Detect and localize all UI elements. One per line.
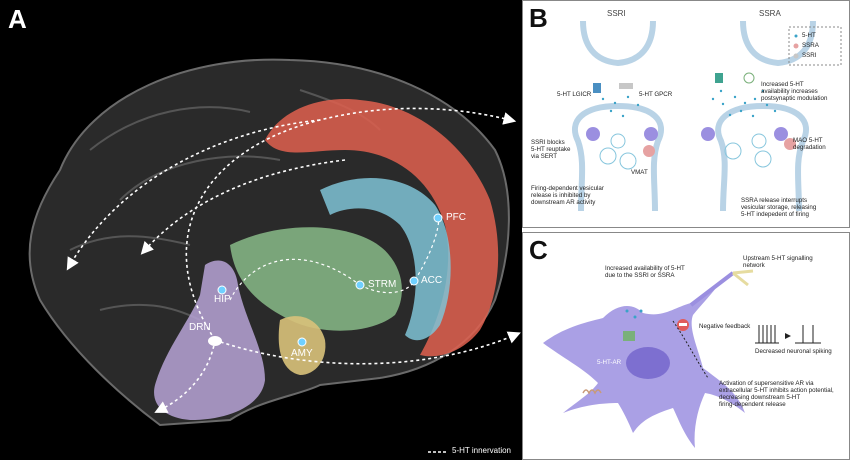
neuron-illustration <box>543 269 821 448</box>
innervation-legend: 5-HT innervation <box>452 446 511 455</box>
increased-availability-label: Increased availability of 5-HT due to th… <box>605 265 685 279</box>
pfc-label: PFC <box>446 212 466 223</box>
amy-label: AMY <box>291 348 313 359</box>
pfc-dot <box>433 213 443 223</box>
acc-dot <box>409 276 419 286</box>
drn-label: DRN <box>189 322 211 333</box>
brain-illustration <box>28 58 521 453</box>
ssri-blocks-label: SSRI blocks 5-HT reuptake via SERT <box>531 139 571 160</box>
acc-region <box>320 178 451 341</box>
vmat-label: VMAT <box>631 169 648 176</box>
negative-feedback-label: Negative feedback <box>699 323 751 330</box>
mao-label: MAO 5-HT degradation <box>793 137 826 151</box>
legend-5ht: 5-HT <box>802 32 816 39</box>
drn-dot <box>208 336 222 346</box>
acc-label: ACC <box>421 275 443 286</box>
strm-dot <box>355 280 365 290</box>
strm-region <box>230 227 402 331</box>
panel-c: C Increased availability of 5-HT due to … <box>522 232 850 460</box>
strm-label: STRM <box>368 279 397 290</box>
ssri-title: SSRI <box>607 9 626 18</box>
activation-label: Activation of supersensitive AR via extr… <box>719 380 834 408</box>
legend-ssra: SSRA <box>802 42 819 49</box>
upstream-label: Upstream 5-HT signalling network <box>743 255 813 269</box>
panel-b-letter: B <box>529 3 548 33</box>
gpcr-label: 5-HT GPCR <box>639 91 673 98</box>
hip-label: HIP <box>214 294 231 305</box>
panel-a: A PFC ACC STRM HIP DRN AMY 5-HT innervat… <box>0 0 522 460</box>
amy-dot <box>297 337 307 347</box>
legend-ssri: SSRI <box>802 52 817 59</box>
panel-c-letter: C <box>529 235 548 265</box>
lgic-label: 5-HT LGICR <box>557 91 592 98</box>
ssra-title: SSRA <box>759 9 781 18</box>
ar-label: 5-HT-AR <box>597 359 622 366</box>
increased-label: Increased 5-HT availability increases po… <box>761 81 828 102</box>
firing-label: Firing-dependent vesicular release is in… <box>531 185 604 206</box>
hip-dot <box>217 285 227 295</box>
pfc-region <box>265 99 499 357</box>
panel-b: B SSRI SSRA 5-HT SSRA SSRI 5-HT LGICR 5-… <box>522 0 850 228</box>
decreased-spiking-label: Decreased neuronal spiking <box>755 348 832 355</box>
synapse-illustration <box>571 20 842 212</box>
ssra-release-label: SSRA release interrupts vesicular storag… <box>741 197 817 218</box>
panel-a-letter: A <box>8 4 27 34</box>
